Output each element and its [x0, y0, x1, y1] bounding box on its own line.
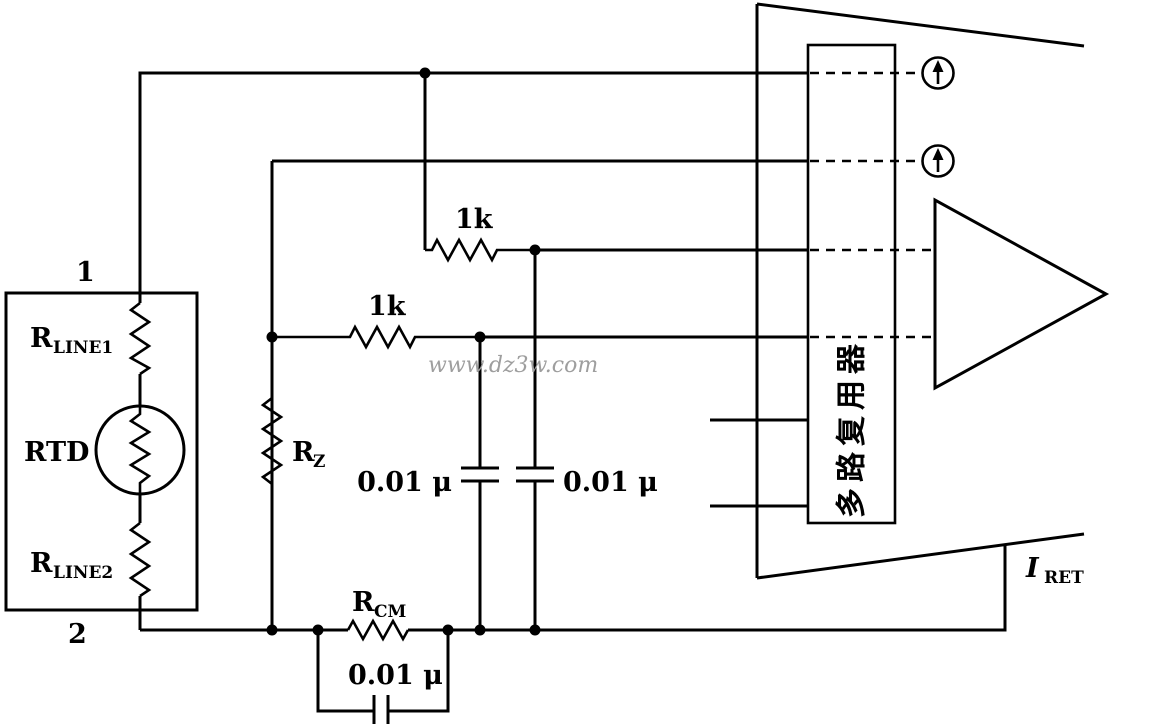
terminal-1-label: 1: [76, 257, 95, 288]
multiplexer-box: [806, 43, 897, 525]
ic-outline: [755, 2, 1085, 580]
capacitor-bottom: [372, 695, 390, 724]
iret-label: I: [1025, 553, 1040, 584]
rtd-sensor-box: [4, 291, 199, 612]
ic-outline-bottom: [756, 532, 1085, 580]
rline1-subscript: LINE1: [53, 338, 113, 358]
watermark: www.dz3w.com: [428, 353, 598, 378]
junction-dot: [474, 331, 486, 343]
multiplexer-label: 多路复用器: [835, 338, 870, 518]
ic-outline-top: [756, 2, 1085, 48]
junction-dot: [312, 624, 324, 636]
capacitor-right: [516, 466, 554, 483]
rcm-label: R: [352, 587, 375, 618]
resistor-rcm: [346, 618, 410, 642]
cap-right-label: 0.01 μ: [563, 467, 658, 498]
resistor-1k-mid: [272, 324, 480, 350]
terminal-2-label: 2: [68, 619, 87, 650]
wire-cap-loop-left: [316, 630, 374, 713]
current-arrowhead-icon: [932, 148, 944, 160]
current-source-2: [921, 144, 955, 178]
resistor-rz: [260, 396, 284, 486]
wires: [138, 71, 1007, 713]
current-arrowhead-icon: [932, 60, 944, 72]
rline1-label: R: [30, 323, 53, 354]
wire-bottom-right: [408, 545, 1007, 632]
rcm-subscript: CM: [374, 602, 407, 622]
current-source-circle: [921, 144, 955, 178]
resistor-1k-top: [425, 237, 535, 263]
wire-cap-loop-right: [388, 630, 450, 713]
junction-dot: [442, 624, 454, 636]
rtd-label: RTD: [24, 437, 89, 468]
r1k-top-label: 1k: [455, 204, 494, 235]
junction-dot: [266, 624, 278, 636]
mux-dashed-channels: [810, 71, 933, 339]
rz-label: R: [292, 437, 315, 468]
rline2-label: R: [30, 548, 53, 579]
capacitor-left: [461, 466, 499, 483]
rline2-subscript: LINE2: [53, 563, 113, 583]
iret-subscript: RET: [1044, 568, 1084, 588]
resistor-rtd-element: [128, 406, 152, 494]
junction-dot: [266, 331, 278, 343]
r1k-mid-label: 1k: [368, 291, 407, 322]
junction-dot: [529, 244, 541, 256]
junction-dot: [474, 624, 486, 636]
resistor-rline2: [128, 521, 152, 598]
current-source-1: [921, 56, 955, 90]
cap-bottom-label: 0.01 μ: [348, 660, 443, 691]
rz-subscript: Z: [313, 452, 325, 472]
current-source-circle: [921, 56, 955, 90]
cap-left-label: 0.01 μ: [357, 467, 452, 498]
junction-dot: [529, 624, 541, 636]
amplifier-triangle: [933, 197, 1110, 391]
junction-dot: [419, 67, 431, 79]
wire-top: [138, 71, 808, 303]
junction-dots: [266, 67, 541, 636]
resistor-rline1: [128, 301, 152, 376]
